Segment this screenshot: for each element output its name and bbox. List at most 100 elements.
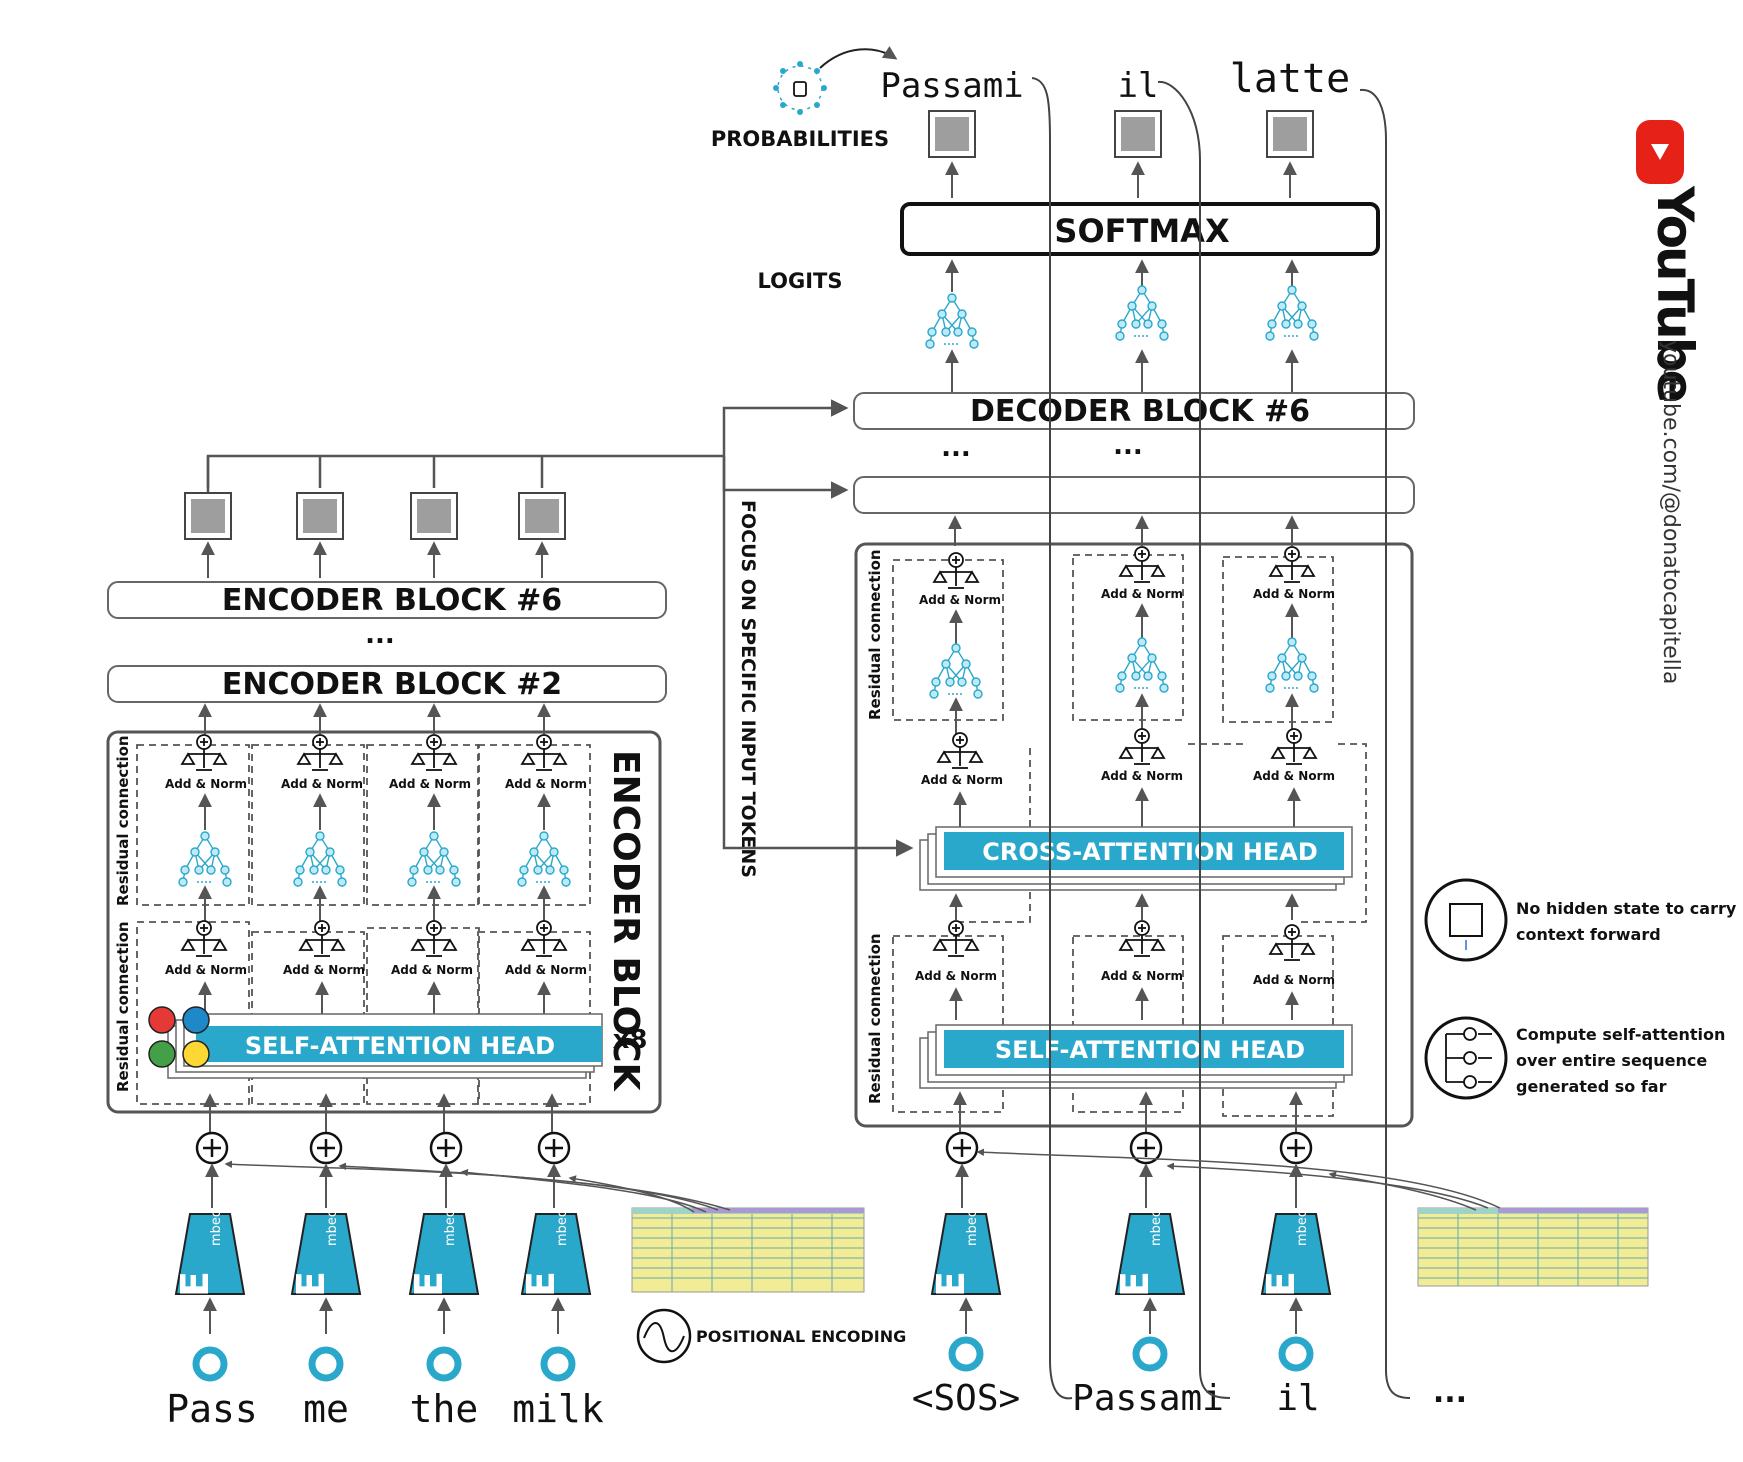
- multi-head-people-icon: [148, 1006, 210, 1068]
- self-attention-sequence-icon: [1424, 1016, 1508, 1100]
- logits-label: LOGITS: [758, 269, 843, 293]
- encoder-output-box-2: [296, 492, 344, 540]
- encoder-add-norm-label-3a: Add & Norm: [389, 777, 471, 791]
- decoder-add-norm-label-3b: Add & Norm: [1253, 769, 1335, 783]
- svg-text:mbed: mbed: [555, 1209, 570, 1246]
- output-token-1: Passami: [880, 66, 1023, 106]
- encoder-ellipsis: ...: [365, 620, 395, 650]
- probabilities-icon: [773, 61, 827, 115]
- decoder-ff-network-icon-1: [929, 643, 983, 699]
- decoder-add-norm-label-1b: Add & Norm: [921, 773, 1003, 787]
- encoder-positional-encoding-matrix: [631, 1207, 865, 1293]
- svg-text:mbed: mbed: [965, 1209, 980, 1246]
- decoder-block-6-label: DECODER BLOCK #6: [970, 394, 1310, 429]
- encoder-residual-label-1: Residual connection: [114, 735, 132, 906]
- encoder-output-box-3: [410, 492, 458, 540]
- decoder-block-1: [853, 476, 1415, 514]
- encoder-input-token-icon-3: [430, 1350, 458, 1378]
- decoder-ellipsis-1: ...: [941, 433, 971, 463]
- encoder-plus-3: [429, 1131, 463, 1165]
- encoder-input-1: Pass: [166, 1387, 258, 1431]
- decoder-plus-3: [1279, 1131, 1313, 1165]
- decoder-input-1: <SOS>: [912, 1378, 1020, 1419]
- decoder-embed-2: E mbed: [1113, 1209, 1185, 1297]
- decoder-plus-1: [945, 1131, 979, 1165]
- decoder-self-attention-label: SELF-ATTENTION HEAD: [995, 1036, 1305, 1064]
- encoder-add-norm-label-4a: Add & Norm: [505, 777, 587, 791]
- decoder-add-norm-label-3c: Add & Norm: [1253, 973, 1335, 987]
- softmax-box: SOFTMAX: [900, 202, 1380, 256]
- focus-label: FOCUS ON SPECIFIC INPUT TOKENS: [737, 500, 759, 878]
- youtube-url: youtube.com/@donatocapitella: [1658, 340, 1683, 684]
- decoder-input-3: il: [1276, 1378, 1319, 1419]
- encoder-add-norm-icon-4a: [521, 734, 567, 771]
- decoder-embed-1: E mbed: [929, 1209, 1001, 1297]
- encoder-block-6-label: ENCODER BLOCK #6: [222, 583, 562, 618]
- encoder-add-norm-label-1a: Add & Norm: [165, 777, 247, 791]
- note-self-attention-line2: over entire sequence: [1516, 1051, 1707, 1070]
- encoder-ff-network-icon-1: [178, 831, 232, 887]
- decoder-input-token-icon-1: [952, 1340, 980, 1368]
- decoder-add-norm-label-1a: Add & Norm: [919, 593, 1001, 607]
- svg-text:E: E: [1259, 1271, 1303, 1297]
- cross-attention-label: CROSS-ATTENTION HEAD: [982, 838, 1318, 866]
- encoder-add-norm-icon-2a: [297, 734, 343, 771]
- svg-text:mbed: mbed: [209, 1209, 224, 1246]
- encoder-block-2-label: ENCODER BLOCK #2: [222, 667, 562, 702]
- encoder-add-norm-icon-4b: [521, 920, 567, 957]
- encoder-input-3: the: [410, 1387, 479, 1431]
- svg-text:E: E: [289, 1271, 333, 1297]
- decoder-add-norm-icon-3b: [1271, 728, 1317, 765]
- decoder-embed-3: E mbed: [1259, 1209, 1331, 1297]
- decoder-add-norm-icon-3c: [1269, 924, 1315, 961]
- decoder-input-token-icon-2: [1136, 1340, 1164, 1368]
- decoder-ellipsis-2: ...: [1113, 431, 1143, 461]
- decoder-add-norm-icon-2c: [1119, 920, 1165, 957]
- heads-multiplier: x8: [613, 1025, 648, 1055]
- output-token-3: latte: [1230, 56, 1350, 102]
- decoder-add-norm-label-2c: Add & Norm: [1101, 969, 1183, 983]
- output-token-2: il: [1118, 66, 1159, 106]
- encoder-add-norm-label-3b: Add & Norm: [391, 963, 473, 977]
- encoder-block-detail: [106, 730, 662, 1114]
- encoder-block-2: ENCODER BLOCK #2: [107, 665, 667, 703]
- decoder-add-norm-icon-1c: [933, 920, 979, 957]
- decoder-input-4: ...: [1433, 1375, 1467, 1410]
- svg-text:mbed: mbed: [325, 1209, 340, 1246]
- decoder-block-detail: [854, 542, 1414, 1128]
- probability-box-1: [928, 110, 976, 158]
- encoder-plus-4: [537, 1131, 571, 1165]
- decoder-add-norm-label-3a: Add & Norm: [1253, 587, 1335, 601]
- decoder-add-norm-icon-3a: [1269, 546, 1315, 583]
- decoder-ff-network-icon-3: [1265, 637, 1319, 693]
- cross-attention-head: CROSS-ATTENTION HEAD: [919, 826, 1353, 891]
- positional-encoding-label: POSITIONAL ENCODING: [696, 1327, 906, 1346]
- encoder-output-box-4: [518, 492, 566, 540]
- youtube-logo-icon: [1636, 120, 1684, 184]
- encoder-residual-label-2: Residual connection: [114, 921, 132, 1092]
- encoder-add-norm-label-2a: Add & Norm: [281, 777, 363, 791]
- note-no-hidden-state-line2: context forward: [1516, 925, 1661, 944]
- note-self-attention-line1: Compute self-attention: [1516, 1025, 1725, 1044]
- svg-text:mbed: mbed: [1295, 1209, 1310, 1246]
- decoder-self-attention-head: SELF-ATTENTION HEAD: [919, 1024, 1353, 1089]
- encoder-add-norm-icon-3b: [411, 920, 457, 957]
- svg-text:E: E: [519, 1271, 563, 1297]
- decoder-residual-label-2: Residual connection: [866, 933, 884, 1104]
- probabilities-label: PROBABILITIES: [711, 127, 889, 151]
- svg-text:mbed: mbed: [443, 1209, 458, 1246]
- note-self-attention-line3: generated so far: [1516, 1077, 1667, 1096]
- encoder-input-token-icon-1: [196, 1350, 224, 1378]
- encoder-ff-network-icon-4: [517, 831, 571, 887]
- no-hidden-state-icon: [1424, 878, 1508, 962]
- encoder-add-norm-icon-1a: [181, 734, 227, 771]
- encoder-block-label: ENCODER BLOCK: [605, 750, 646, 1092]
- svg-text:E: E: [929, 1271, 973, 1297]
- encoder-embed-3: E mbed: [407, 1209, 479, 1297]
- encoder-block-6: ENCODER BLOCK #6: [107, 581, 667, 619]
- decoder-add-norm-label-1c: Add & Norm: [915, 969, 997, 983]
- encoder-input-token-icon-4: [544, 1350, 572, 1378]
- encoder-input-4: milk: [512, 1387, 604, 1431]
- encoder-self-attention-label: SELF-ATTENTION HEAD: [245, 1032, 555, 1060]
